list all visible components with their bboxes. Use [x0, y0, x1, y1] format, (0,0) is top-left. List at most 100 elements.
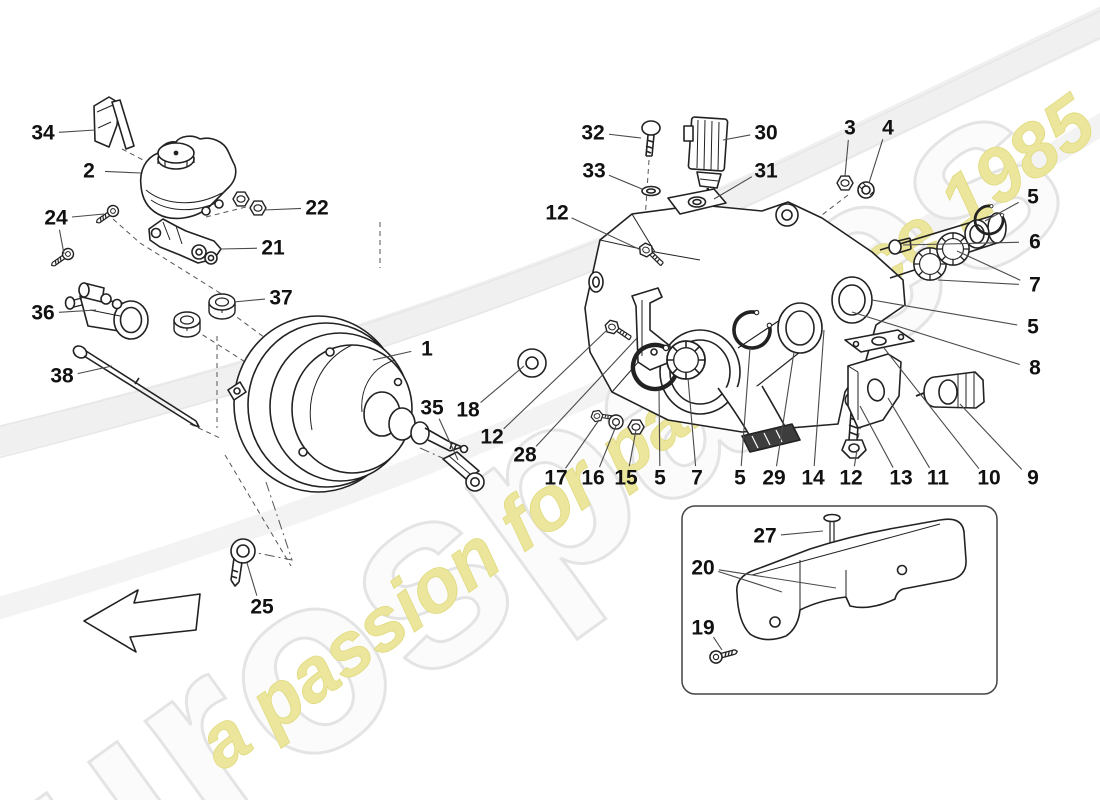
part-callout-35-9: 35 [420, 397, 444, 420]
part-38-rod [72, 345, 200, 428]
part-7-bearing-b [936, 232, 970, 266]
leader-line-30 [722, 134, 751, 141]
part-callout-12-22: 12 [839, 467, 862, 490]
part-callout-21-4: 21 [261, 237, 285, 260]
part-callout-13-23: 13 [889, 467, 912, 490]
part-35-clevis [442, 451, 485, 492]
part-33-washer [641, 185, 661, 197]
part-callout-5-19: 5 [734, 467, 746, 490]
leader-line-5 [740, 347, 751, 467]
leader-line-6 [902, 241, 1020, 246]
leader-line-34 [58, 129, 96, 133]
leader-line-31 [713, 176, 753, 200]
leader-line-10 [883, 347, 980, 470]
leader-line-5 [871, 299, 1018, 326]
part-callout-33-28: 33 [582, 160, 605, 183]
leader-line-18 [480, 365, 525, 404]
leader-line-7 [687, 377, 697, 467]
part-callout-37-5: 37 [269, 287, 292, 310]
leader-line-8 [851, 311, 1020, 366]
part-34-cap [93, 96, 135, 150]
part-9-sensor [915, 371, 985, 409]
leader-line-7 [956, 250, 1021, 281]
leader-line-15 [628, 429, 637, 467]
leader-line-14 [813, 329, 825, 467]
part-callout-7-18: 7 [691, 467, 703, 490]
part-callout-5-34: 5 [1027, 186, 1039, 209]
part-20-cover-bracket [735, 518, 967, 641]
part-3-nut [836, 175, 854, 191]
part-callout-18-10: 18 [456, 399, 480, 422]
leader-line-13 [859, 405, 894, 468]
part-callout-7-36: 7 [1029, 274, 1041, 297]
leader-line-21 [219, 247, 258, 250]
part-callout-12-31: 12 [545, 202, 568, 225]
leader-line-33 [608, 174, 643, 190]
part-callout-32-27: 32 [581, 122, 604, 145]
part-callout-27-39: 27 [753, 525, 776, 548]
part-31-plate [667, 188, 727, 215]
part-grommet-b [173, 311, 201, 338]
part-callout-6-35: 6 [1029, 231, 1041, 254]
part-callout-31-30: 31 [754, 160, 778, 183]
leader-line-4 [868, 139, 884, 184]
part-callout-22-2: 22 [305, 197, 328, 220]
part-callout-19-41: 19 [691, 617, 714, 640]
part-callout-38-7: 38 [50, 365, 74, 388]
part-18-spacer [517, 348, 547, 378]
part-callout-16-15: 16 [581, 467, 604, 490]
part-36-master-cylinder [64, 282, 149, 340]
part-callout-5-37: 5 [1027, 316, 1039, 339]
part-callout-17-14: 17 [544, 467, 567, 490]
part-callout-9-26: 9 [1027, 467, 1039, 490]
part-callout-4-33: 4 [882, 117, 894, 140]
leader-line-25 [246, 562, 258, 596]
leader-line-5 [658, 389, 661, 467]
part-callout-34-0: 34 [31, 122, 55, 145]
part-22-nut-b [249, 200, 267, 216]
part-callout-5-17: 5 [654, 467, 666, 490]
leader-line-20 [718, 570, 783, 593]
leader-line-20 [718, 569, 837, 589]
part-4-washer [857, 181, 875, 199]
leader-line-36 [58, 309, 97, 313]
part-callout-3-32: 3 [844, 117, 856, 140]
leader-line-1 [372, 350, 412, 361]
leader-line-19 [712, 636, 723, 651]
part-callout-28-12: 28 [513, 444, 537, 467]
part-callout-10-25: 10 [977, 467, 1000, 490]
part-callout-29-20: 29 [762, 467, 785, 490]
part-callout-15-16: 15 [614, 467, 638, 490]
leader-line-12 [571, 217, 642, 251]
leader-line-5 [984, 201, 1019, 222]
leader-line-11 [887, 397, 930, 469]
part-callout-14-21: 14 [801, 467, 825, 490]
leader-line-12 [853, 449, 858, 467]
leader-line-22 [263, 207, 302, 211]
part-30-switch [683, 116, 729, 207]
leader-line-27 [780, 530, 824, 536]
part-24-screw-b [47, 245, 77, 271]
leader-line-29 [775, 351, 795, 467]
part-callout-20-40: 20 [691, 557, 714, 580]
part-37-grommet [208, 293, 236, 320]
leader-line-2 [104, 170, 142, 174]
leader-line-38 [77, 365, 113, 375]
leader-line-9 [959, 403, 1023, 470]
part-7-bearing-left [666, 340, 706, 380]
leader-line-17 [565, 419, 600, 469]
leader-line-28 [535, 337, 638, 447]
part-callout-8-38: 8 [1029, 357, 1041, 380]
part-callout-2-1: 2 [83, 160, 95, 183]
direction-arrow [83, 589, 201, 653]
part-22-nut-a [232, 191, 250, 207]
leader-line-24 [71, 213, 105, 218]
inset-box [681, 505, 998, 695]
leader-line-37 [233, 298, 266, 303]
part-10-plate [844, 329, 915, 353]
part-25-pin [230, 538, 256, 587]
part-callout-1-8: 1 [421, 338, 433, 361]
